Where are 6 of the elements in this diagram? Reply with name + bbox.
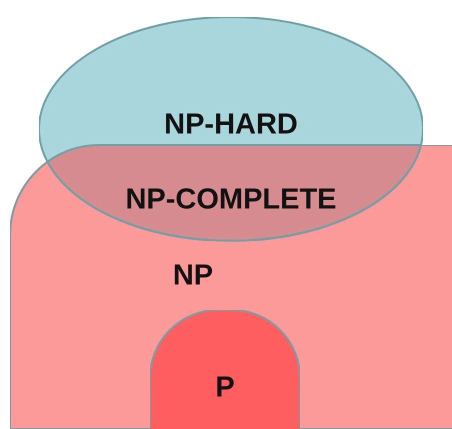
set-label: NP-HARD [164,110,298,140]
set-label: NP-COMPLETE [125,186,337,214]
overlap-region [46,144,423,242]
set-region [150,310,300,429]
set-label: P [215,374,235,402]
set-label: NP [172,262,214,290]
